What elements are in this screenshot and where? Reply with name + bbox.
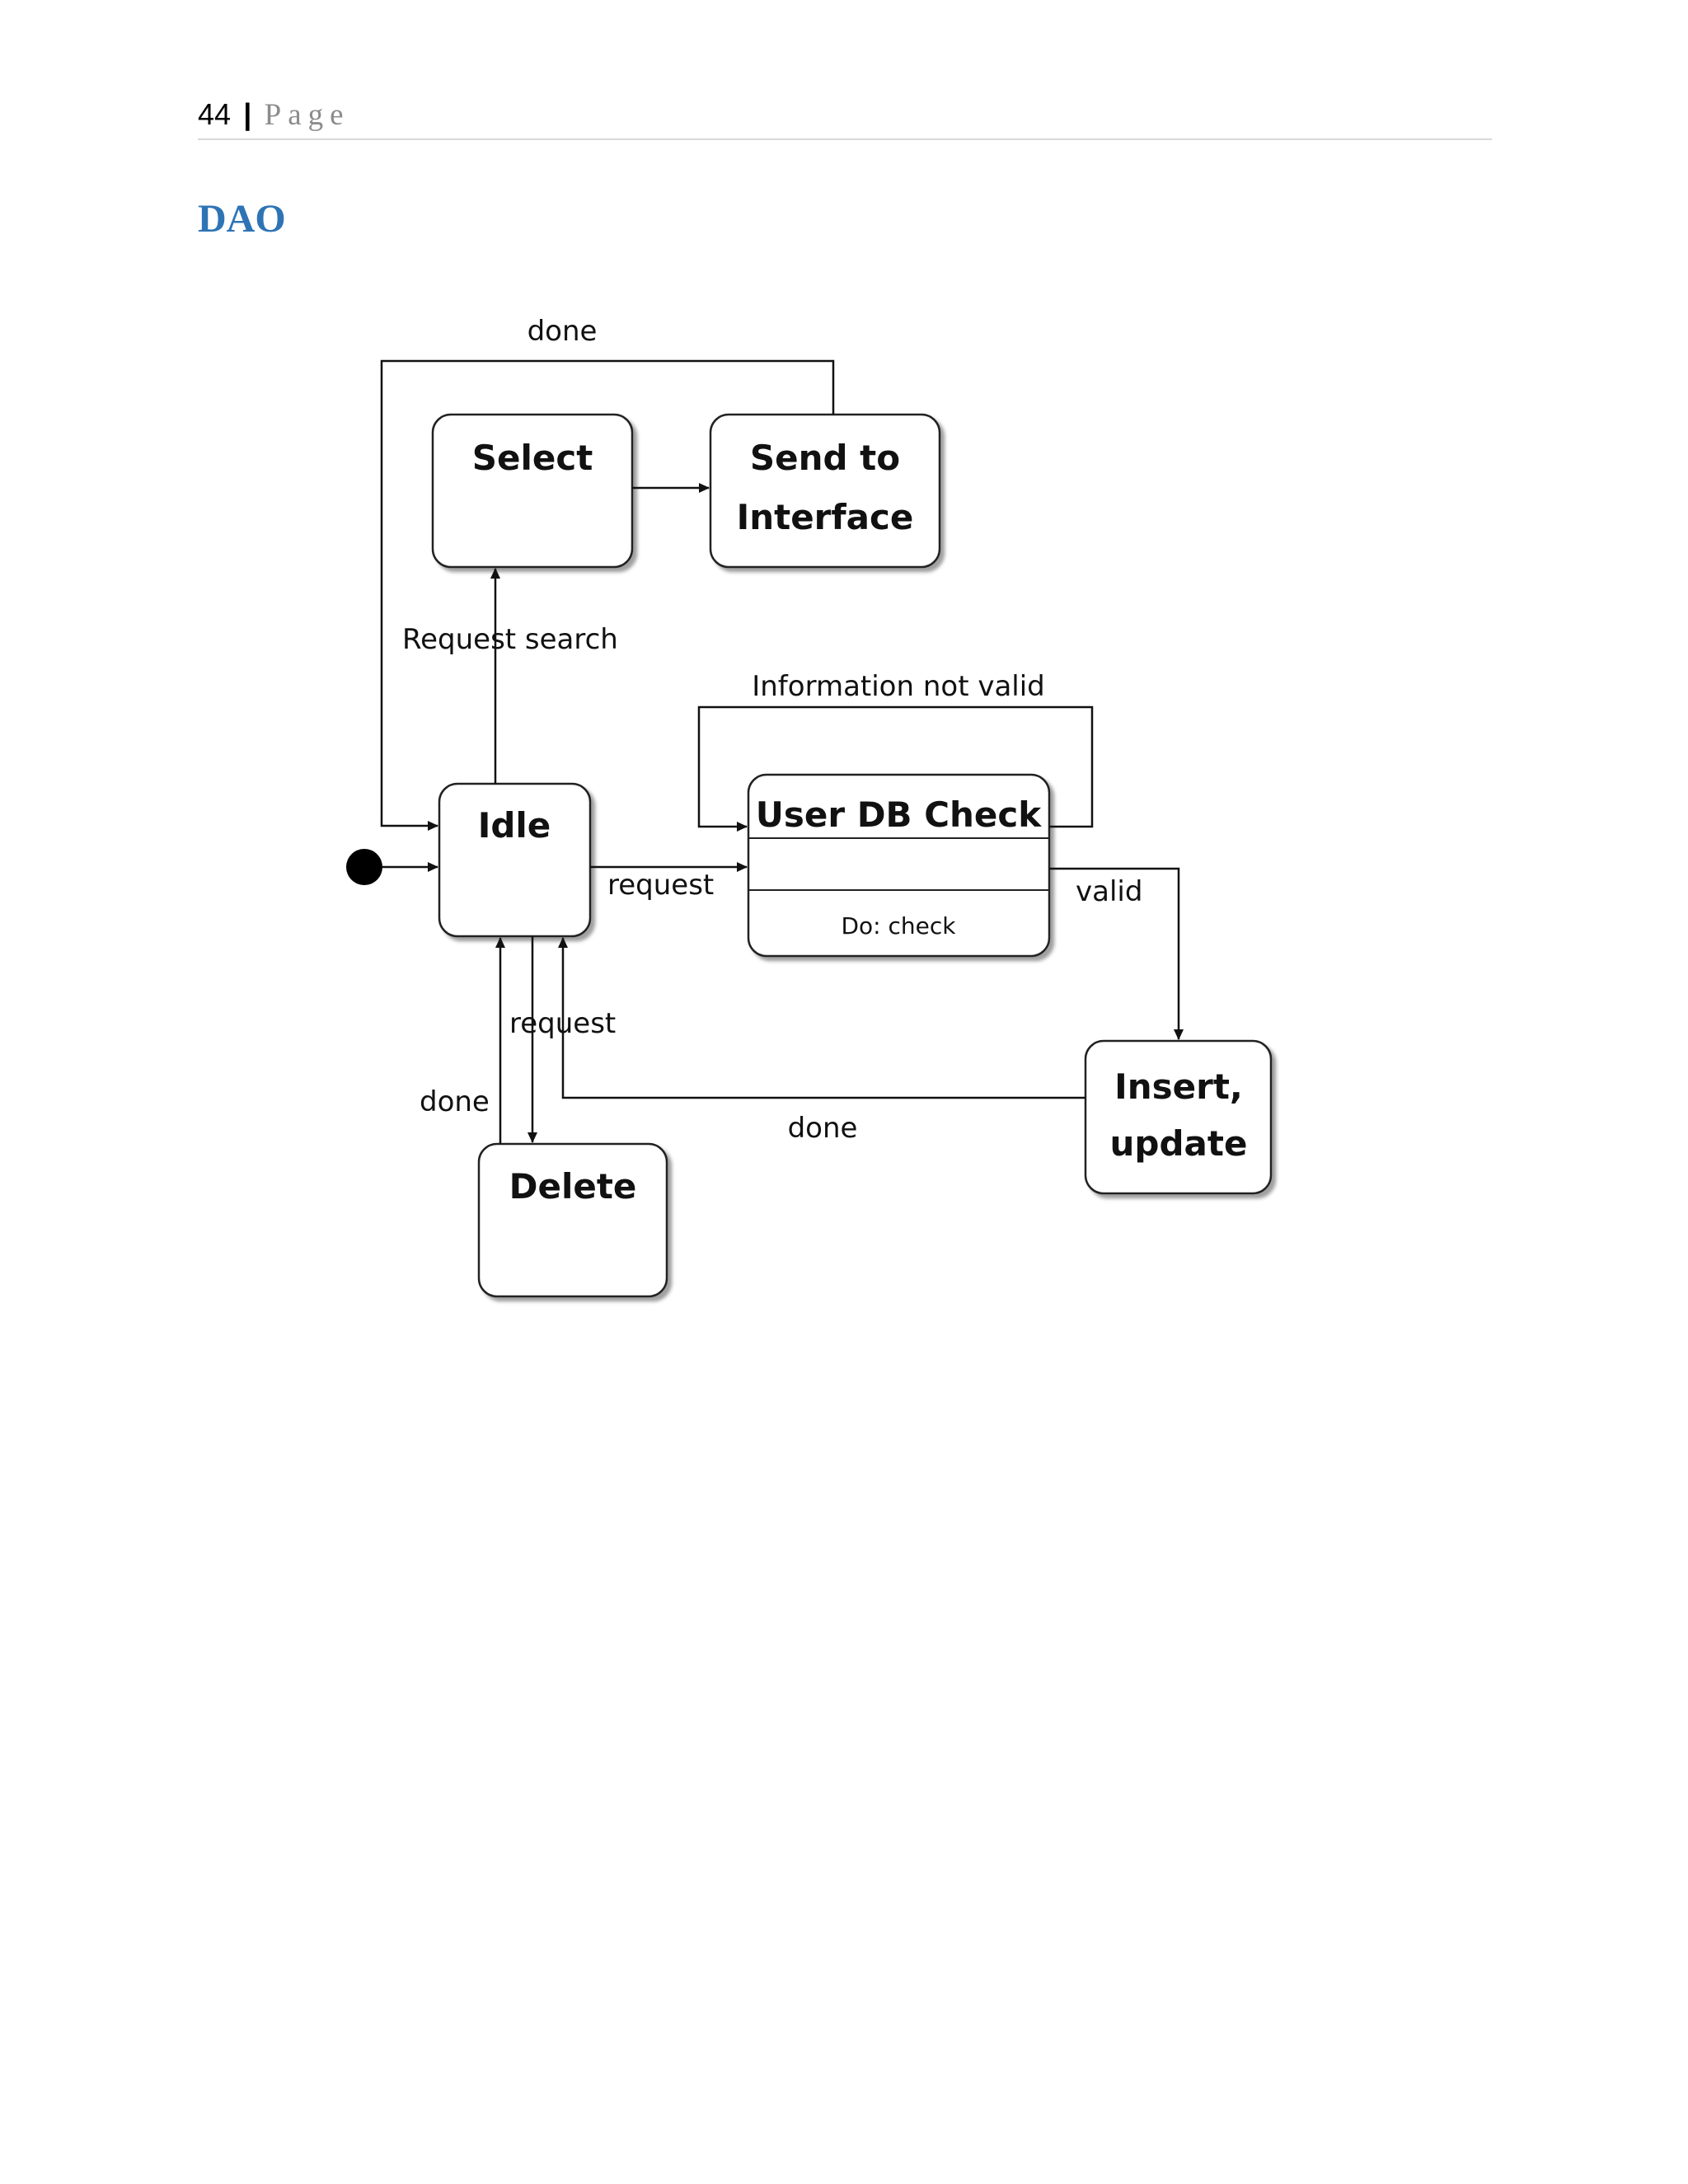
state-delete-label: Delete [509, 1166, 637, 1207]
idle-to-check-label: request [607, 869, 714, 902]
section-title: DAO [198, 197, 286, 241]
send-to-idle-arrow [380, 359, 835, 831]
state-select: Select [431, 413, 634, 569]
page-number: 44 [198, 97, 232, 131]
state-send-to-interface: Send to Interface [709, 413, 941, 569]
state-idle: Idle [438, 782, 592, 938]
check-self-loop-arrow [697, 705, 1094, 832]
insert-to-idle-arrow [558, 937, 1085, 1099]
check-self-loop-label: Information not valid [752, 670, 1045, 703]
state-user-db-check-label: User DB Check [756, 794, 1043, 835]
send-to-idle-label: done [528, 315, 598, 348]
page-header: 44 | Page [198, 97, 1492, 140]
check-to-insert-label: valid [1076, 875, 1142, 908]
state-delete: Delete [477, 1142, 668, 1298]
idle-to-select-label: Request search [402, 623, 618, 656]
state-select-label: Select [472, 438, 593, 478]
state-send-to-interface-label-2: Interface [737, 497, 914, 537]
delete-to-idle-label: done [420, 1085, 490, 1118]
state-insert-update-label-2: update [1110, 1123, 1248, 1164]
state-idle-label: Idle [478, 805, 551, 846]
state-insert-update: Insert, update [1084, 1039, 1273, 1195]
initial-state-dot [346, 849, 382, 885]
page-word: Page [264, 98, 350, 132]
state-send-to-interface-label-1: Send to [750, 438, 900, 478]
state-user-db-check-activity: Do: check [841, 912, 956, 940]
state-insert-update-label-1: Insert, [1114, 1066, 1243, 1107]
state-user-db-check: User DB Check Do: check [747, 773, 1051, 958]
header-separator: | [243, 97, 252, 131]
insert-to-idle-label: done [788, 1112, 858, 1145]
check-to-insert-arrow [1049, 867, 1184, 1040]
